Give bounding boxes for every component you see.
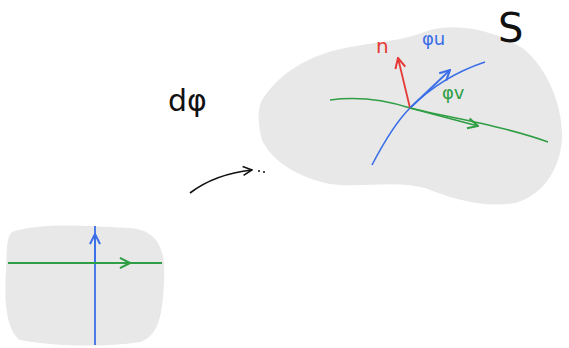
dot (258, 170, 260, 172)
domain-region (5, 226, 164, 346)
u-axis (94, 226, 96, 345)
u-arrow (94, 234, 96, 262)
map-label: dφ (168, 86, 207, 116)
surface-region (259, 27, 562, 204)
normal-arrow (398, 58, 410, 108)
u-curve (372, 62, 485, 165)
surface-label: S (498, 8, 523, 48)
dot (263, 171, 265, 173)
v-curve (330, 98, 548, 142)
map-arrow (190, 170, 252, 193)
tangent-v-label: φv (442, 84, 465, 102)
normal-label: n (376, 36, 389, 56)
v-arrow (95, 262, 130, 264)
v-axis (8, 262, 162, 264)
phi-v-arrow (410, 108, 478, 126)
tangent-u-label: φu (422, 30, 445, 48)
